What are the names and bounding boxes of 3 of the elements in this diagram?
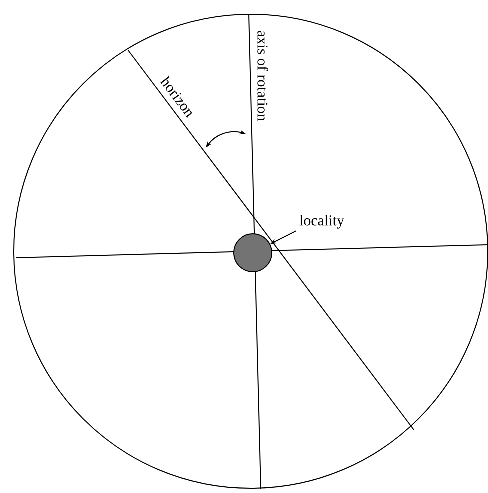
locality-label: locality [300,215,344,229]
line-label: axis of rotation [258,31,268,122]
planet-disc [234,234,272,272]
